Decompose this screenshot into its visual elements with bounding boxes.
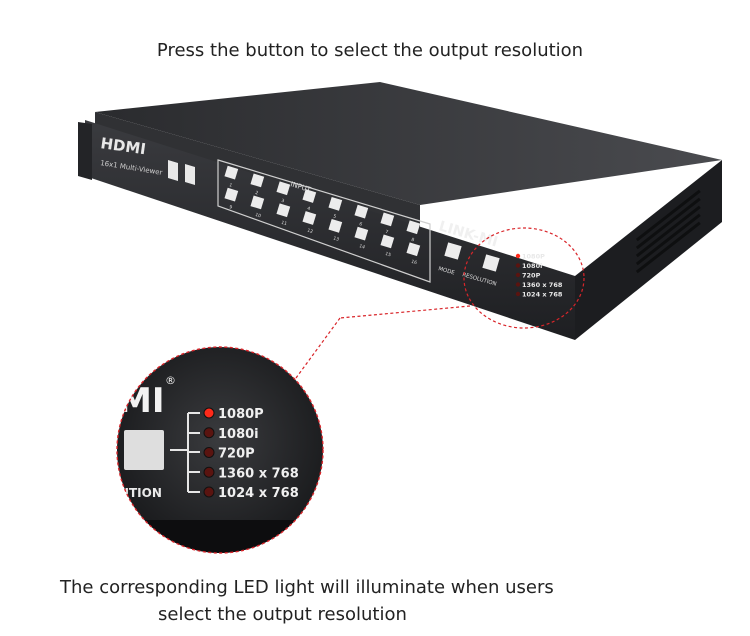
lock-button[interactable] (185, 164, 195, 186)
input-button-13[interactable] (328, 218, 343, 233)
device-resolution-label: 1360 x 768 (522, 281, 563, 289)
input-number-label: 8 (410, 237, 415, 244)
input-button-5[interactable] (328, 196, 343, 211)
input-number-label: 5 (332, 213, 337, 220)
mode-button[interactable] (444, 242, 462, 260)
connector-line-top (339, 305, 471, 319)
input-number-label: 3 (280, 198, 285, 205)
left-button-group (168, 160, 195, 186)
zoom-resolution-label: 1360 x 768 (218, 466, 299, 481)
input-number-label: 15 (384, 251, 391, 258)
zoom-resolution-label: 720P (218, 447, 255, 462)
input-number-label: 9 (228, 204, 233, 211)
input-button-7[interactable] (380, 212, 395, 227)
input-number-label: 13 (332, 235, 339, 242)
input-button-12[interactable] (302, 211, 317, 225)
zoomed-detail: MI ® LUTION 1080P 1080i 720P 1360 x 768 1024… (112, 346, 324, 554)
bottom-caption-line2: select the output resolution (158, 604, 407, 625)
led-off-icon (203, 447, 215, 458)
input-button-3[interactable] (276, 181, 291, 196)
input-number-label: 11 (280, 220, 287, 227)
input-number-label: 4 (306, 206, 311, 213)
device-resolution-label: 720P (522, 272, 541, 280)
input-number-label: 6 (358, 221, 363, 228)
device-led (515, 263, 521, 268)
input-button-14[interactable] (354, 226, 369, 241)
zoom-resolution-label: 1024 x 768 (218, 486, 299, 501)
input-button-11[interactable] (276, 203, 291, 218)
device-resolution-label: 1024 x 768 (522, 291, 563, 299)
zoom-resolution-leds: 1080P 1080i 720P 1360 x 768 1024 x 768 (203, 407, 299, 501)
input-button-2[interactable] (250, 173, 265, 188)
zoom-resolution-label: 1080i (218, 427, 259, 442)
led-active-icon (203, 407, 215, 419)
input-grid-frame (217, 159, 431, 283)
input-number-label: 1 (228, 182, 233, 189)
led-off-icon (203, 486, 215, 498)
device-led (515, 272, 521, 278)
highlight-circle-small (463, 227, 585, 329)
resolution-button[interactable] (482, 254, 500, 272)
input-number-label: 10 (254, 212, 261, 219)
connector-line-bottom (295, 317, 341, 379)
mode-label: MODE (437, 266, 455, 277)
bottom-caption: The corresponding LED light will illumin… (60, 574, 620, 628)
input-buttons-bottom-row: 9 10 11 12 13 14 15 16 (224, 187, 421, 266)
device-resolution-label: 1080P (522, 253, 545, 261)
device-side (575, 160, 722, 340)
led-off-icon (203, 427, 215, 439)
zoom-resolution-button[interactable] (124, 430, 164, 470)
zoom-label-fragment: LUTION (112, 486, 162, 500)
input-button-15[interactable] (380, 234, 395, 249)
led-off-icon (203, 466, 215, 478)
input-button-8[interactable] (406, 220, 421, 235)
svg-text:®: ® (165, 374, 176, 387)
zoom-resolution-label: 1080P (218, 407, 264, 422)
device-top (95, 82, 722, 205)
input-button-6[interactable] (354, 204, 369, 219)
device-led (515, 291, 521, 297)
zoom-logo-fragment: MI (118, 381, 164, 421)
input-button-16[interactable] (406, 242, 421, 257)
device-led (515, 253, 521, 259)
highlight-circle-large (116, 346, 324, 554)
input-number-label: 7 (384, 229, 389, 236)
top-caption: Press the button to select the output re… (156, 40, 584, 61)
device-resolution-label: 1080i (522, 262, 542, 270)
bottom-caption-line1: The corresponding LED light will illumin… (60, 577, 554, 598)
device-led (515, 282, 521, 287)
input-number-label: 2 (254, 190, 259, 197)
power-button[interactable] (168, 160, 178, 182)
input-number-label: 12 (306, 228, 313, 235)
input-button-9[interactable] (224, 187, 239, 202)
input-button-4[interactable] (302, 189, 317, 203)
input-number-label: 14 (358, 243, 365, 250)
device-front-panel (85, 120, 575, 340)
input-button-1[interactable] (224, 165, 239, 180)
input-button-10[interactable] (250, 195, 265, 210)
input-number-label: 16 (410, 259, 417, 266)
